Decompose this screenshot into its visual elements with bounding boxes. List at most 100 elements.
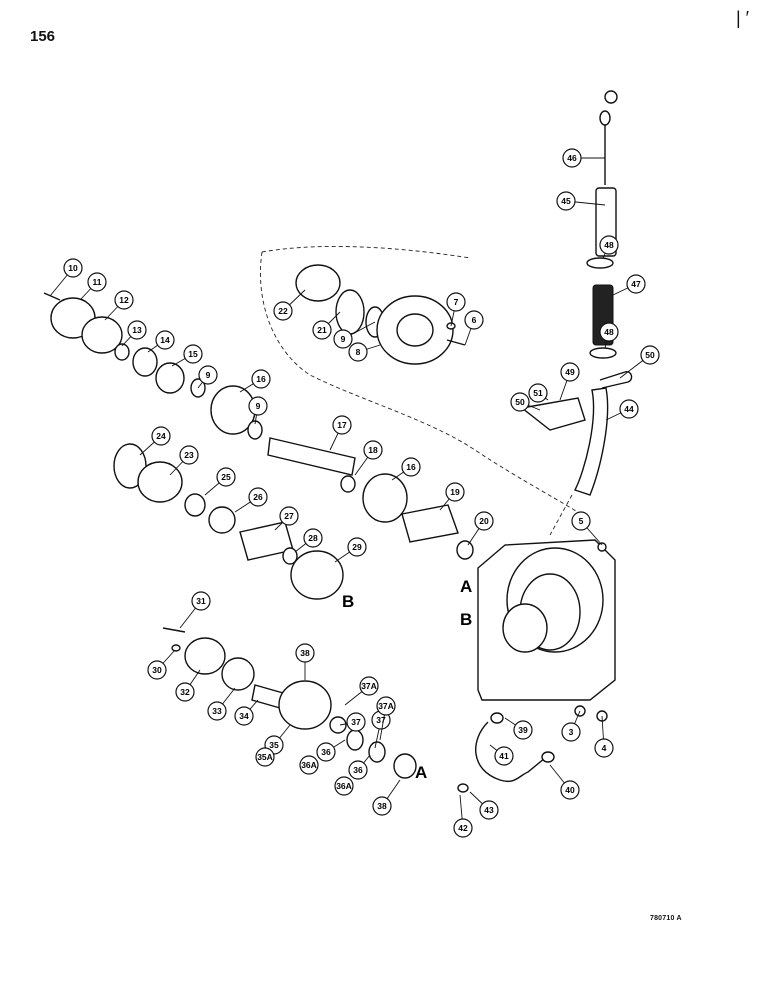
assembly-dash-line xyxy=(260,251,591,521)
callout-6: 6 xyxy=(464,310,484,346)
callout-16: 16 xyxy=(239,369,271,393)
callout-25: 25 xyxy=(204,467,236,496)
dipstick xyxy=(599,90,618,185)
callout-29: 29 xyxy=(334,537,367,563)
callout-label: 51 xyxy=(533,388,543,398)
callout-39: 39 xyxy=(504,717,533,740)
callout-22: 22 xyxy=(273,289,306,321)
callout-47: 47 xyxy=(612,274,646,296)
bearing-26 xyxy=(208,506,236,534)
callout-label: 47 xyxy=(631,279,641,289)
callout-37: 37 xyxy=(339,712,366,732)
callout-circle xyxy=(312,320,332,340)
callout-12: 12 xyxy=(104,290,134,321)
callout-circle xyxy=(376,696,396,716)
callout-label: 21 xyxy=(317,325,327,335)
callout-51: 51 xyxy=(528,383,549,403)
gasket-33 xyxy=(221,657,255,691)
callout-circle xyxy=(63,258,83,278)
callout-label: 19 xyxy=(450,487,460,497)
callout-label: 36A xyxy=(336,781,352,791)
gear-38 xyxy=(278,680,332,730)
callout-label: 37A xyxy=(378,701,394,711)
seal-13 xyxy=(114,343,130,361)
gear-29 xyxy=(290,550,344,600)
callout-14: 14 xyxy=(147,330,175,353)
callout-36a: 36A xyxy=(299,755,319,775)
callout-label: 37 xyxy=(351,717,361,727)
callout-circle xyxy=(248,487,268,507)
bolt-6 xyxy=(446,339,466,346)
callout-label: 35 xyxy=(269,740,279,750)
callout-label: 22 xyxy=(278,306,288,316)
transmission-housing xyxy=(477,539,616,701)
callout-label: 37A xyxy=(361,681,377,691)
callout-circle xyxy=(464,310,484,330)
fitting-5 xyxy=(597,542,607,552)
callout-41: 41 xyxy=(489,744,514,766)
callout-label: 6 xyxy=(472,315,477,325)
callout-circle xyxy=(198,365,218,385)
callout-circle xyxy=(279,506,299,526)
callout-34: 34 xyxy=(234,699,259,726)
callout-label: 50 xyxy=(645,350,655,360)
reference-letter: B xyxy=(460,610,472,629)
callout-label: 49 xyxy=(565,367,575,377)
callout-label: 31 xyxy=(196,596,206,606)
callout-48: 48 xyxy=(599,322,619,349)
fitting-40 xyxy=(541,751,555,763)
callout-label: 37 xyxy=(376,715,386,725)
callout-circle xyxy=(494,746,514,766)
bearing-22 xyxy=(295,264,341,302)
callout-40: 40 xyxy=(549,764,580,800)
callout-label: 38 xyxy=(300,648,310,658)
callout-circle xyxy=(348,760,368,780)
callout-circle xyxy=(513,720,533,740)
washer-38 xyxy=(393,753,417,779)
callout-5: 5 xyxy=(571,511,603,546)
callout-label: 16 xyxy=(406,462,416,472)
callout-label: 33 xyxy=(212,706,222,716)
callout-circle xyxy=(479,800,499,820)
callout-44: 44 xyxy=(605,399,639,421)
callout-circle xyxy=(556,191,576,211)
callout-35a: 35A xyxy=(255,747,275,767)
callout-48: 48 xyxy=(599,235,619,259)
callout-label: 40 xyxy=(565,785,575,795)
callout-38: 38 xyxy=(295,643,315,680)
callout-label: 10 xyxy=(68,263,78,273)
callout-label: 32 xyxy=(180,687,190,697)
assembly-dash-line-top xyxy=(261,245,471,259)
callouts: 3456789991011121314151616171819202122232… xyxy=(49,148,660,838)
callout-circle xyxy=(333,329,353,349)
callout-26: 26 xyxy=(234,487,268,513)
washer-30 xyxy=(171,644,181,652)
callout-43: 43 xyxy=(469,791,499,820)
bushing-20 xyxy=(456,540,474,560)
callout-label: 48 xyxy=(604,327,614,337)
callout-17: 17 xyxy=(329,415,352,451)
callout-circle xyxy=(295,643,315,663)
callout-circle xyxy=(316,742,336,762)
callout-circle xyxy=(474,511,494,531)
callout-50: 50 xyxy=(510,392,541,412)
callout-circle xyxy=(561,722,581,742)
bolt-31 xyxy=(162,627,186,633)
fitting-39 xyxy=(490,712,504,724)
bearing-37b xyxy=(368,741,386,763)
callout-19: 19 xyxy=(439,482,465,511)
callout-24: 24 xyxy=(139,426,171,456)
callout-3: 3 xyxy=(561,710,581,742)
callout-30: 30 xyxy=(147,649,176,680)
callout-label: 12 xyxy=(119,295,129,305)
callout-9: 9 xyxy=(248,396,268,425)
callout-36a: 36A xyxy=(334,776,354,796)
callout-label: 29 xyxy=(352,542,362,552)
callout-10: 10 xyxy=(49,258,83,297)
ring-21 xyxy=(335,289,365,335)
callout-circle xyxy=(114,290,134,310)
callout-label: 25 xyxy=(221,472,231,482)
callout-circle xyxy=(346,712,366,732)
callout-37a: 37A xyxy=(376,696,396,741)
callout-circle xyxy=(445,482,465,502)
